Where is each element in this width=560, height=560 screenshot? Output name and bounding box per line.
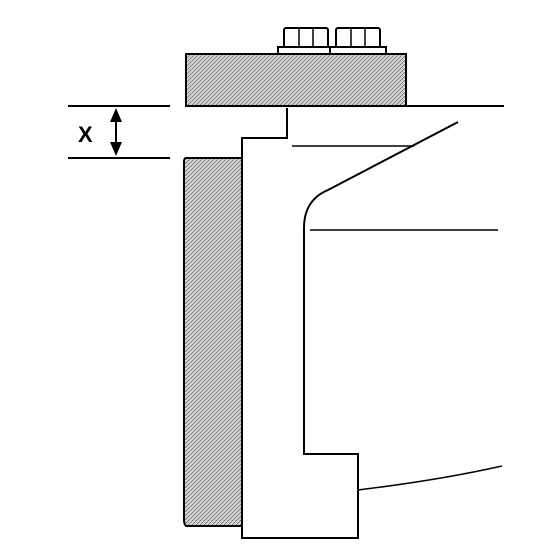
bolt-icon — [329, 27, 387, 55]
dimension-label: X — [78, 122, 93, 147]
bolt-icon — [277, 27, 335, 55]
lower-curve — [357, 465, 503, 491]
component-profile — [241, 108, 459, 539]
dimension-arrow-icon — [110, 108, 122, 156]
cover-plate — [185, 53, 407, 107]
housing-wall — [183, 157, 243, 527]
